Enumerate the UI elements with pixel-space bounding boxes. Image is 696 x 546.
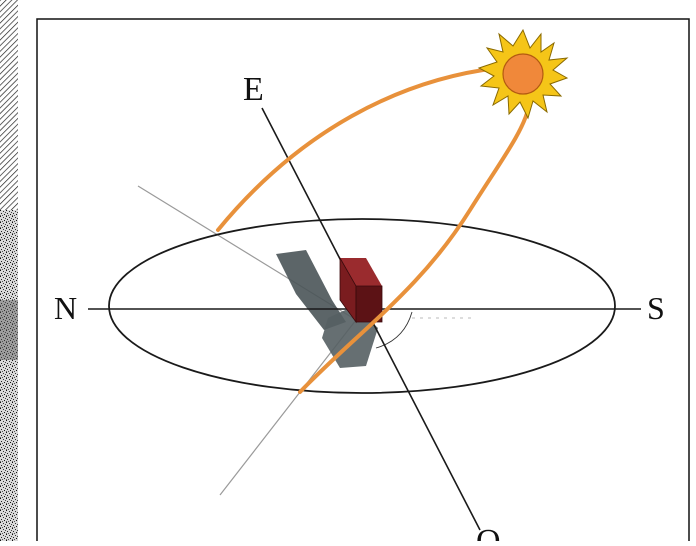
left-decorative-strip xyxy=(0,0,18,541)
label-west: O xyxy=(476,523,501,541)
horizon-ellipse xyxy=(108,218,616,394)
sun-icon xyxy=(477,28,569,120)
azimuth-arc xyxy=(375,311,413,349)
building-icon xyxy=(339,256,383,324)
label-east: E xyxy=(243,71,264,108)
label-south: S xyxy=(647,290,665,326)
label-north: N xyxy=(54,290,77,326)
